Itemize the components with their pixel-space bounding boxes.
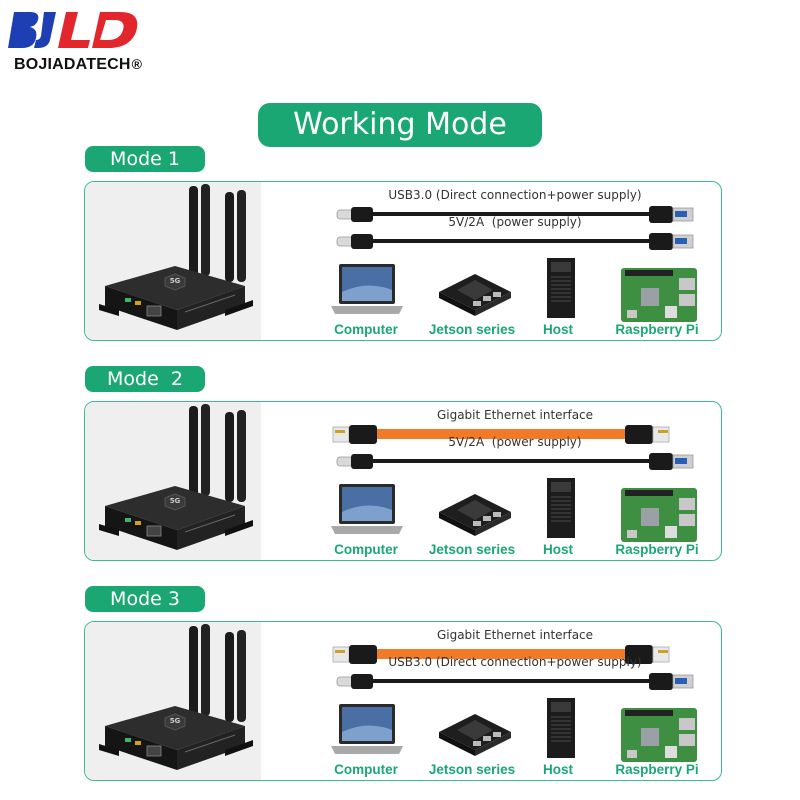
router-device-icon [99, 184, 253, 330]
mode-3-label: Mode 3 [85, 586, 205, 612]
router-device-icon [99, 624, 253, 770]
jetson-board-icon [439, 494, 511, 536]
host-tower-label: Host [543, 542, 573, 557]
host-tower-image [541, 476, 581, 540]
host-jetson-label: Jetson series [428, 762, 516, 777]
laptop-icon [331, 704, 403, 754]
usb-cable-0-0 [336, 206, 694, 223]
host-tower-label: Host [543, 762, 573, 777]
host-jetson-label: Jetson series [428, 322, 516, 337]
cable-label: USB3.0 (Direct connection+power supply) [388, 188, 642, 202]
host-jetson-image [435, 482, 515, 540]
cable-label: Gigabit Ethernet interface [436, 408, 594, 422]
jetson-board-icon [439, 274, 511, 316]
mode-1-label: Mode 1 [85, 146, 205, 172]
host-tower-label: Host [543, 322, 573, 337]
mode-2-panel: 5G Gigabit Ethernet interface 5V/2A (pow… [84, 401, 722, 561]
mode-3-panel: 5G Gigabit Ethernet interface USB3.0 (Di… [84, 621, 722, 781]
ethernet-cable-1-0 [332, 425, 670, 444]
usb-cable-1-1 [336, 453, 694, 470]
raspberry-pi-icon [621, 268, 697, 322]
usb-cable-0-1 [336, 233, 694, 250]
host-jetson-image [435, 702, 515, 760]
mode-1-panel: 5G USB3.0 (Direct connection+power suppl… [84, 181, 722, 341]
host-tower-image [541, 696, 581, 760]
mode-2-label: Mode 2 [85, 366, 205, 392]
router-device-area: 5G [85, 622, 261, 780]
router-device-area: 5G [85, 402, 261, 560]
host-tower-icon [547, 478, 575, 538]
host-computer-label: Computer [334, 762, 398, 777]
usb-cable-2-1 [336, 673, 694, 690]
device-badge: 5G [169, 277, 181, 285]
host-raspberry-pi-image [617, 702, 701, 766]
raspberry-pi-icon [621, 488, 697, 542]
router-device-area: 5G [85, 182, 261, 340]
device-badge: 5G [169, 717, 181, 725]
host-jetson-label: Jetson series [428, 542, 516, 557]
host-raspberry-pi-image [617, 482, 701, 546]
host-computer-label: Computer [334, 322, 398, 337]
brand-name: BOJIADATECH [14, 56, 131, 73]
registered-mark: ® [131, 56, 143, 72]
host-computer-image [329, 702, 405, 760]
page-title: Working Mode [258, 103, 542, 147]
host-tower-icon [547, 698, 575, 758]
brand-logo: BOJIADATECH® [8, 4, 168, 74]
host-computer-label: Computer [334, 542, 398, 557]
host-raspberry-pi-label: Raspberry Pi [615, 542, 699, 557]
cable-label: USB3.0 (Direct connection+power supply) [388, 655, 642, 669]
laptop-icon [331, 264, 403, 314]
host-tower-image [541, 256, 581, 320]
router-device-icon [99, 404, 253, 550]
host-computer-image [329, 482, 405, 540]
host-computer-image [329, 262, 405, 320]
logo-mark-icon [8, 12, 138, 48]
cable-label: 5V/2A (power supply) [448, 435, 582, 449]
jetson-board-icon [439, 714, 511, 756]
laptop-icon [331, 484, 403, 534]
raspberry-pi-icon [621, 708, 697, 762]
host-jetson-image [435, 262, 515, 320]
cable-label: Gigabit Ethernet interface [436, 628, 594, 642]
host-raspberry-pi-label: Raspberry Pi [615, 762, 699, 777]
cable-label: 5V/2A (power supply) [448, 215, 582, 229]
host-raspberry-pi-image [617, 262, 701, 326]
device-badge: 5G [169, 497, 181, 505]
host-raspberry-pi-label: Raspberry Pi [615, 322, 699, 337]
host-tower-icon [547, 258, 575, 318]
ethernet-cable-2-0 [332, 645, 670, 664]
